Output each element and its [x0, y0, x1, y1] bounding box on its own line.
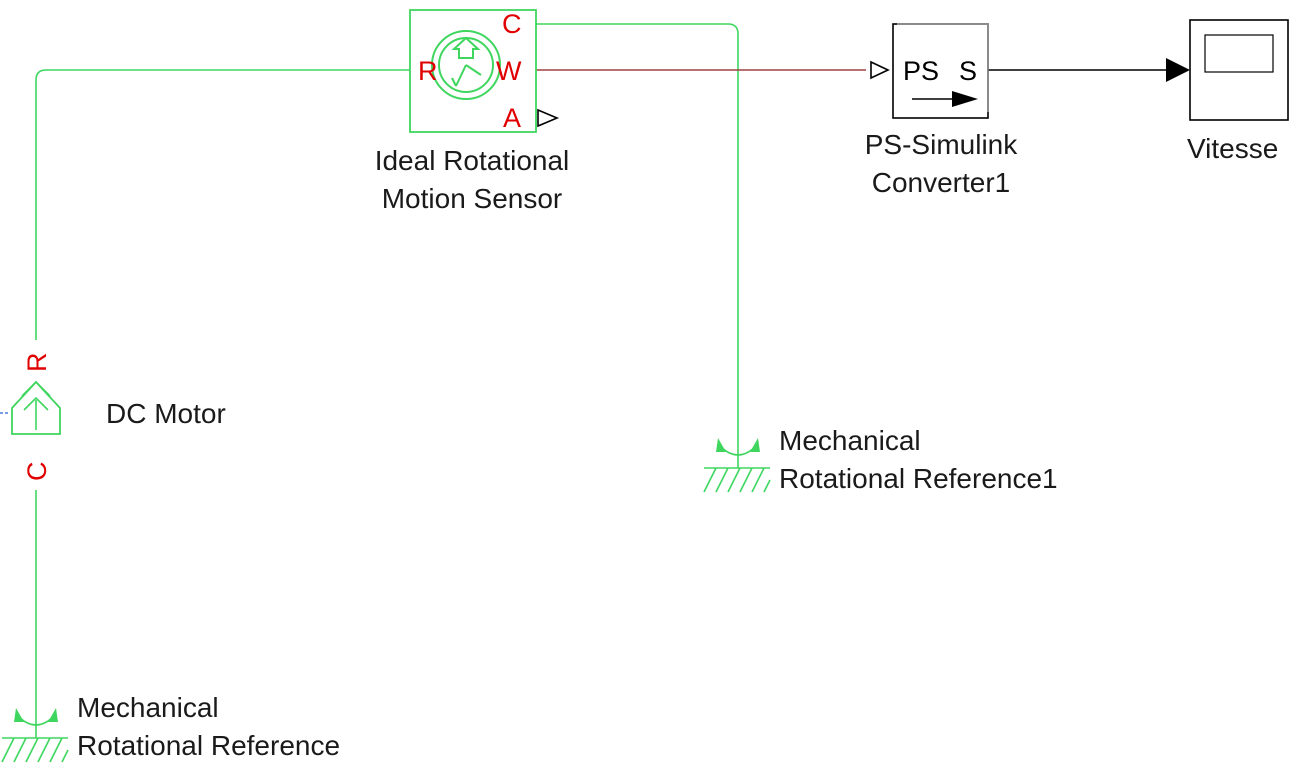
arrow-right-icon [912, 91, 978, 107]
scope-label: Vitesse [1187, 133, 1279, 164]
sensor-label-line2: Motion Sensor [381, 183, 563, 214]
converter-text-ps: PS [903, 56, 939, 86]
ground-hatch-icon [703, 440, 771, 493]
ground-hatch-icon [1, 710, 69, 763]
ref1-label: Mechanical Rotational Reference1 [779, 422, 1058, 498]
converter-input-triangle [870, 60, 890, 80]
converter-text-s: S [959, 56, 977, 86]
motor-block[interactable]: R C [11, 353, 61, 482]
scope-screen-icon [1204, 34, 1274, 73]
ref0-label: Mechanical Rotational Reference [77, 689, 340, 765]
motor-label: DC Motor [106, 398, 226, 429]
sensor-label: Ideal Rotational Motion Sensor [340, 142, 604, 218]
ref0-label-line1: Mechanical [77, 692, 219, 723]
sensor-block[interactable]: R C W A [409, 9, 560, 133]
converter-label: PS-Simulink Converter1 [820, 126, 1062, 202]
converter-label-line1: PS-Simulink [864, 129, 1018, 160]
motor-port-c[interactable]: C [22, 462, 52, 482]
ref0-label-line2: Rotational Reference [77, 730, 341, 761]
sensor-port-a[interactable]: A [503, 103, 521, 133]
clock-sensor-icon [431, 30, 501, 100]
sensor-port-c[interactable]: C [502, 9, 522, 39]
sensor-port-a-triangle [537, 108, 560, 128]
ref0-block[interactable] [1, 708, 69, 763]
connection-motor-to-sensor-r[interactable] [35, 69, 412, 340]
ref1-label-line2: Rotational Reference1 [779, 463, 1058, 494]
connection-sensor-c-to-ref1[interactable] [536, 23, 739, 440]
converter-label-line2: Converter1 [871, 167, 1011, 198]
scope-block[interactable] [1189, 19, 1289, 121]
converter-block[interactable]: PS S [870, 23, 989, 119]
sensor-port-w[interactable]: W [496, 56, 522, 86]
sensor-label-line1: Ideal Rotational [374, 145, 570, 176]
motor-port-r[interactable]: R [22, 353, 52, 373]
ref1-label-line1: Mechanical [779, 425, 921, 456]
signal-arrowhead [1166, 58, 1190, 82]
ref1-block[interactable] [703, 438, 771, 493]
sensor-port-r[interactable]: R [418, 56, 438, 86]
